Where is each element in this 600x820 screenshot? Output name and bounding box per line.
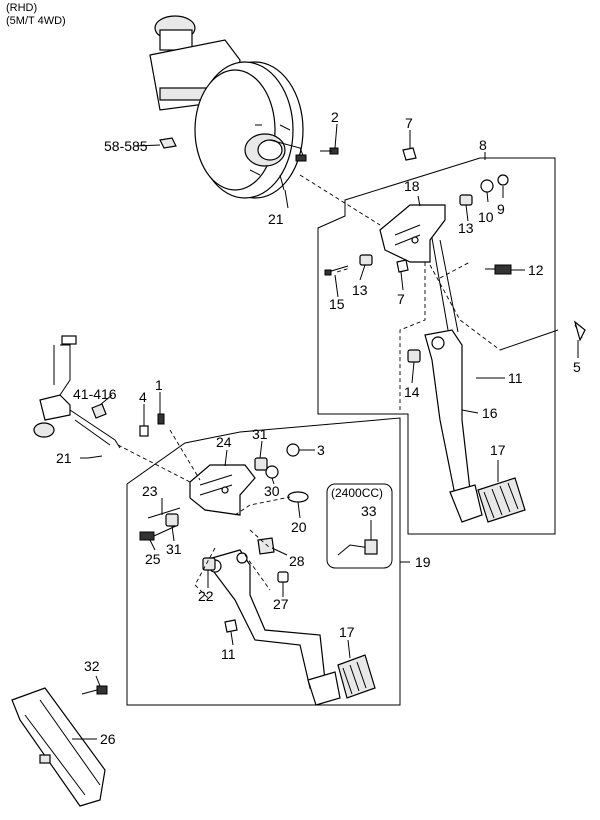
brake-booster	[149, 15, 307, 199]
label-part-14: 14	[404, 384, 420, 400]
label-ref-41-416: 41-416	[73, 386, 117, 402]
ref-58-585-clip	[159, 137, 177, 149]
pin-21-lower	[87, 455, 103, 459]
label-part-33: 33	[361, 503, 377, 519]
frame-brake-pedal-group	[317, 157, 556, 535]
pedal-cover	[11, 687, 106, 807]
bolt-23	[147, 507, 181, 519]
label-part-15: 15	[329, 296, 345, 312]
brake-pedal-arm	[424, 237, 471, 496]
label-part-32: 32	[84, 658, 100, 674]
label-part-31-lower: 31	[166, 541, 182, 557]
label-part-3: 3	[317, 442, 325, 458]
clutch-pedal-pad	[307, 654, 376, 706]
label-part-21-lower: 21	[56, 450, 72, 466]
frame-2400cc-variant	[326, 483, 393, 569]
leader-lines	[72, 123, 579, 740]
clutch-pedal-arm	[203, 549, 326, 689]
label-variant-2400cc: (2400CC)	[331, 486, 383, 500]
label-part-19: 19	[415, 554, 431, 570]
bushing-22	[202, 557, 216, 571]
pin-21-upper	[279, 174, 285, 191]
label-part-7-lower: 7	[397, 291, 405, 307]
label-part-30: 30	[264, 483, 280, 499]
bushing-31-lower	[165, 513, 179, 527]
label-part-11-brake: 11	[508, 370, 523, 386]
nut-3	[286, 443, 300, 457]
label-part-22: 22	[198, 588, 214, 604]
connection-lines	[117, 174, 501, 601]
brake-pedal-bushing	[407, 349, 421, 363]
bolt-25-shaft	[153, 524, 179, 537]
spring-clip-5	[573, 320, 586, 342]
pin-1	[157, 413, 165, 425]
stopper-27	[277, 571, 289, 583]
return-spring-hook	[499, 324, 583, 351]
header-transmission: (5M/T 4WD)	[6, 15, 66, 27]
label-part-7-upper: 7	[405, 115, 413, 131]
push-rod-clevis	[320, 147, 339, 155]
stop-lamp-switch	[485, 264, 512, 275]
label-part-12: 12	[528, 262, 544, 278]
bolt-32	[81, 685, 108, 695]
label-part-5: 5	[573, 359, 581, 375]
label-part-24: 24	[216, 434, 232, 450]
bolt-25	[139, 531, 155, 541]
clip-4	[139, 425, 149, 437]
brake-bushings	[324, 147, 509, 276]
label-part-17-clutch: 17	[339, 624, 355, 640]
washer-30	[265, 465, 279, 479]
clutch-switch-2400cc	[337, 539, 378, 556]
label-ref-58-585: 58-585	[104, 138, 148, 154]
label-part-17-brake: 17	[490, 442, 506, 458]
header-rhd: (RHD)	[6, 2, 38, 14]
label-part-10: 10	[478, 209, 494, 225]
label-part-16: 16	[482, 405, 498, 421]
label-part-2: 2	[331, 109, 339, 125]
label-part-25: 25	[145, 551, 161, 567]
label-part-20: 20	[291, 519, 307, 535]
label-part-1: 1	[155, 377, 163, 393]
label-part-23: 23	[142, 483, 158, 499]
label-part-26: 26	[100, 731, 116, 747]
bracket-20	[287, 491, 309, 503]
label-part-13-upper: 13	[458, 220, 474, 236]
brake-pedal-pad	[449, 477, 526, 523]
label-part-18: 18	[404, 178, 420, 194]
label-part-27: 27	[273, 596, 289, 612]
bolt-11-clutch	[224, 619, 238, 633]
label-part-8: 8	[479, 137, 487, 153]
label-part-31-upper: 31	[252, 426, 268, 442]
clutch-master-cylinder	[33, 335, 121, 449]
frame-clutch-pedal-group	[126, 417, 401, 706]
clutch-pedal-bracket	[189, 464, 256, 516]
label-part-9: 9	[497, 201, 505, 217]
bushing-31-upper	[254, 457, 268, 471]
label-part-21-upper: 21	[268, 211, 284, 227]
label-part-28: 28	[289, 553, 305, 569]
ref-41-416-part	[91, 403, 107, 419]
label-part-13-lower: 13	[352, 282, 368, 298]
label-part-11-clutch: 11	[221, 646, 236, 662]
spring-28	[257, 537, 275, 555]
label-part-4: 4	[139, 389, 147, 405]
brake-pedal-bracket	[379, 204, 446, 263]
